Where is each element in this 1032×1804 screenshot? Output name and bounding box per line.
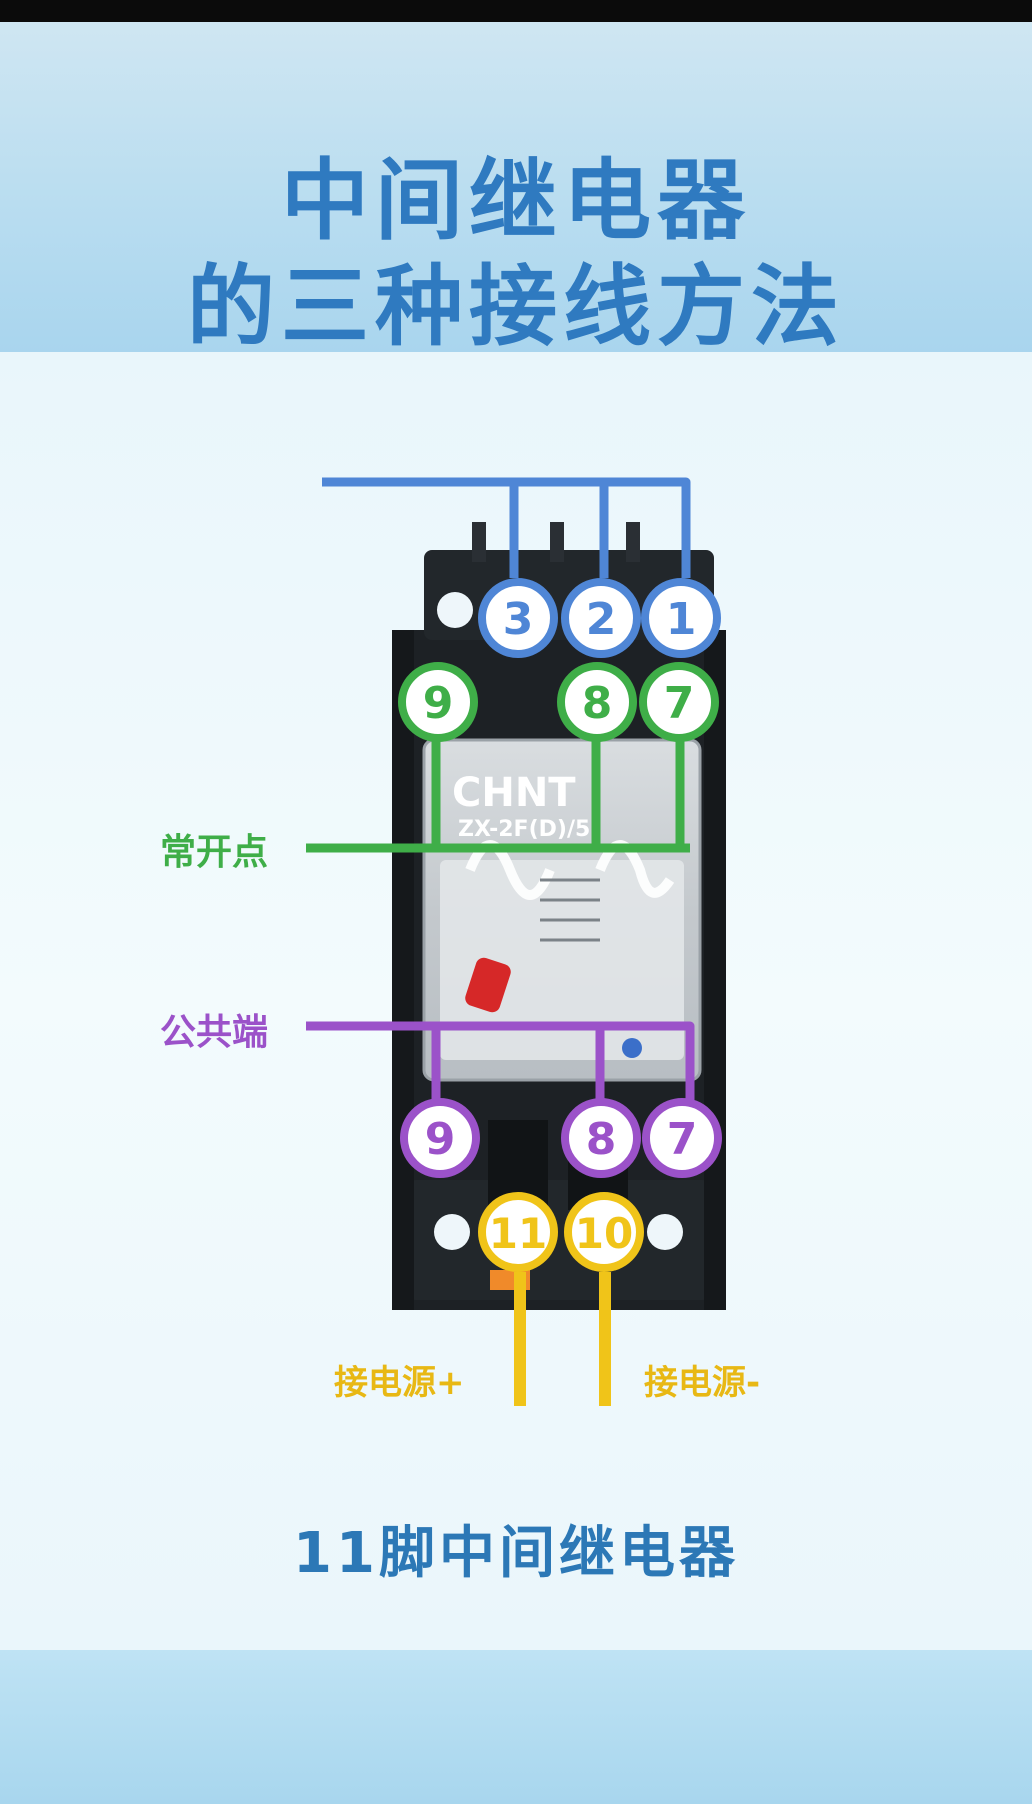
power-minus-label: 接电源-	[644, 1363, 760, 1403]
relay-brand-label: CHNT	[452, 770, 576, 816]
header-banner: 中间继电器 的三种接线方法	[0, 22, 1032, 358]
pin-1: 1	[641, 578, 721, 658]
pin-label: 1	[666, 594, 697, 645]
coil-led-indicator	[465, 957, 511, 1013]
pin-label: 9	[423, 678, 454, 729]
power-plus-label: 接电源+	[334, 1363, 465, 1403]
blue-wiring	[322, 477, 691, 578]
pin-8-common: 8	[561, 1098, 641, 1178]
pin-7-common: 7	[642, 1098, 722, 1178]
pin-row-coil: 11 10	[478, 1192, 644, 1272]
relay-cover: CHNT ZX-2F(D)/5	[422, 738, 702, 1082]
common-terminal-label: 公共端	[160, 1012, 268, 1053]
pin-10: 10	[564, 1192, 644, 1272]
pin-11: 11	[478, 1192, 558, 1272]
pin-label: 10	[575, 1209, 633, 1258]
status-bar	[0, 0, 1032, 22]
pin-label: 9	[425, 1114, 456, 1165]
pin-7-no: 7	[639, 662, 719, 742]
pin-9-common: 9	[400, 1098, 480, 1178]
page-title-line-2: 的三种接线方法	[186, 255, 845, 358]
pin-label: 8	[582, 678, 613, 729]
yellow-wiring	[514, 1272, 611, 1406]
green-wiring	[306, 730, 690, 853]
pin-label: 2	[586, 594, 617, 645]
mount-hole-icon	[437, 592, 473, 628]
purple-wiring	[306, 1021, 695, 1100]
pin-row-normally-open: 9 8 7	[398, 662, 719, 742]
pin-8-no: 8	[557, 662, 637, 742]
pin-9-no: 9	[398, 662, 478, 742]
pin-label: 3	[503, 594, 534, 645]
page-title-line-1: 中间继电器	[280, 149, 751, 252]
pin-label: 7	[667, 1114, 698, 1165]
pin-2: 2	[561, 578, 641, 658]
normally-open-label: 常开点	[160, 832, 268, 873]
diagram-caption: 11脚中间继电器	[293, 1521, 739, 1586]
pin-row-top: 3 2 1	[478, 578, 721, 658]
pin-label: 8	[586, 1114, 617, 1165]
pin-label: 7	[664, 678, 695, 729]
relay-model-label: ZX-2F(D)/5	[458, 817, 590, 842]
pin-row-common: 9 8 7	[400, 1098, 722, 1178]
mount-hole-icon	[647, 1214, 683, 1250]
mount-hole-icon	[434, 1214, 470, 1250]
pin-label: 11	[489, 1209, 547, 1258]
pin-3: 3	[478, 578, 558, 658]
footer-band	[0, 1650, 1032, 1804]
